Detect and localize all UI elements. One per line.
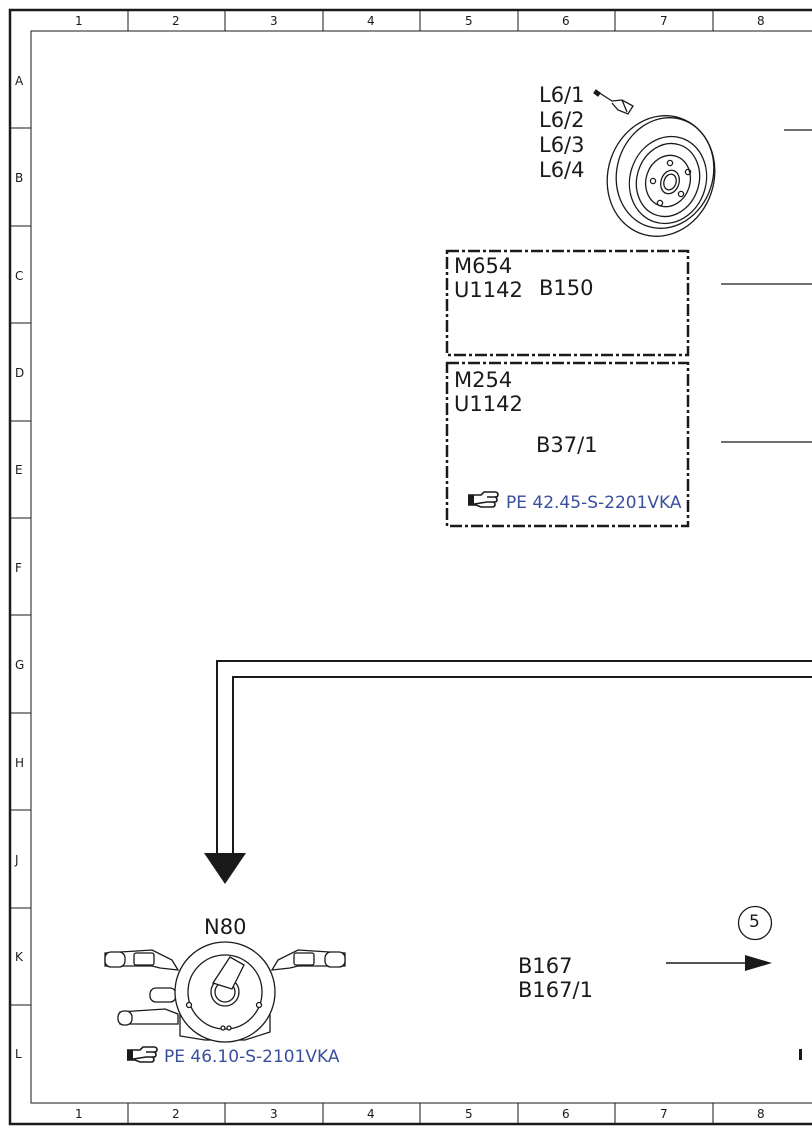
- column-label: 7: [660, 14, 668, 28]
- column-label: 1: [75, 1107, 83, 1121]
- column-ticks-bottom: [127, 1103, 714, 1124]
- pointing-hand-icon: [126, 1046, 158, 1068]
- bus-arrow-head: [204, 853, 246, 884]
- reference-link-pe-46[interactable]: PE 46.10-S-2101VKA: [164, 1047, 340, 1067]
- row-label: H: [15, 756, 25, 770]
- component-label-b150: B150: [539, 276, 594, 300]
- column-label: 2: [172, 14, 180, 28]
- component-label-b167: B167: [518, 954, 573, 978]
- column-label: 8: [757, 14, 765, 28]
- column-label: 4: [367, 14, 375, 28]
- sensor-label-4: L6/4: [539, 158, 585, 182]
- column-label: 3: [270, 14, 278, 28]
- row-label: L: [15, 1047, 22, 1061]
- component-label-n80: N80: [204, 915, 247, 939]
- row-label: C: [15, 269, 24, 283]
- component-label-b37-1: B37/1: [536, 433, 598, 457]
- inner-frame: [30, 30, 812, 1104]
- row-label: D: [15, 366, 25, 380]
- column-label: 1: [75, 14, 83, 28]
- box-c-variant-2: U1142: [454, 278, 523, 302]
- bus-outer: [216, 660, 812, 855]
- row-label: F: [15, 561, 22, 575]
- row-label: B: [15, 171, 24, 185]
- row-label: G: [15, 658, 25, 672]
- column-label: 5: [465, 1107, 473, 1121]
- box-c-variant-1: M654: [454, 254, 513, 278]
- row-label: J: [15, 853, 19, 867]
- column-ticks-top: [127, 10, 714, 31]
- column-label: 6: [562, 1107, 570, 1121]
- sensor-label-2: L6/2: [539, 108, 585, 132]
- column-label: 8: [757, 1107, 765, 1121]
- steering-column-switch-icon: [104, 941, 346, 1043]
- row-ticks: [10, 127, 31, 1006]
- column-label: 3: [270, 1107, 278, 1121]
- column-label: 7: [660, 1107, 668, 1121]
- box-b150: [445, 249, 690, 357]
- column-label: 5: [465, 14, 473, 28]
- column-label: 4: [367, 1107, 375, 1121]
- pointing-hand-icon: [467, 491, 499, 513]
- sensor-label-1: L6/1: [539, 83, 585, 107]
- b167-arrow-head: [745, 955, 772, 971]
- marker-number: 5: [749, 912, 760, 932]
- box-d-variant-1: M254: [454, 368, 513, 392]
- wheel-speed-sensor-icon: [593, 89, 634, 115]
- component-label-b167-1: B167/1: [518, 978, 593, 1002]
- edge-mark: [799, 1049, 802, 1060]
- bus-inner: [232, 676, 812, 855]
- brake-disc-icon: [606, 115, 716, 237]
- box-b37-1: [445, 361, 690, 528]
- reference-link-pe-42[interactable]: PE 42.45-S-2201VKA: [506, 493, 682, 513]
- row-label: E: [15, 463, 23, 477]
- column-label: 2: [172, 1107, 180, 1121]
- row-label: A: [15, 74, 24, 88]
- marker-circle: [737, 905, 773, 941]
- column-label: 6: [562, 14, 570, 28]
- sensor-label-3: L6/3: [539, 133, 585, 157]
- outer-frame: [8, 8, 812, 1126]
- row-label: K: [15, 950, 23, 964]
- box-d-variant-2: U1142: [454, 392, 523, 416]
